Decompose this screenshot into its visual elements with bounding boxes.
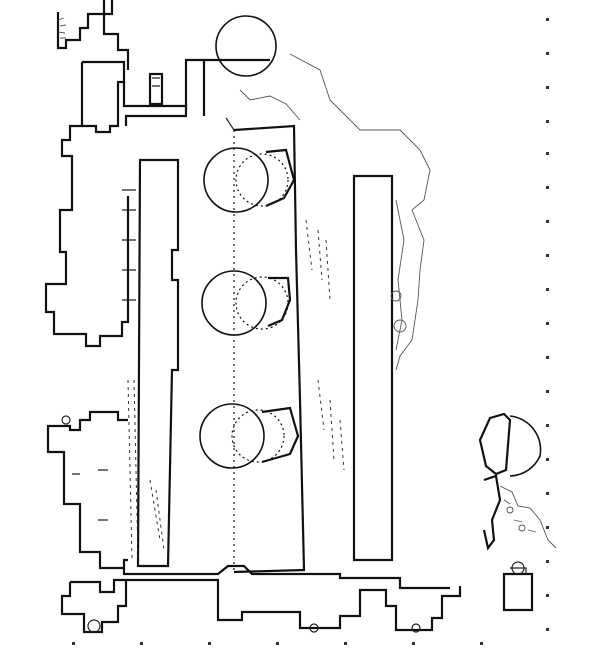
east-apsidal-structure [478,412,557,551]
north-dome [215,15,277,77]
east-aisle-pier [352,174,394,562]
dome-bays [199,15,300,469]
west-lower-outer-wall [46,410,128,570]
west-outer-wall [44,60,136,348]
dome-3 [199,403,265,469]
west-aisle-pier [136,158,180,568]
central-nave [225,117,306,574]
north-west-wall-fragment [56,0,130,70]
south-east-annex [502,561,534,612]
dome-1 [203,147,269,213]
dome-2 [201,270,267,336]
north-wall [122,58,270,126]
grid-marker-column [546,18,549,631]
robbed-wall-hatching [127,219,345,561]
grid-marker-row [72,642,483,645]
south-wall [60,564,462,634]
rubble-outline-north-east [239,53,431,371]
